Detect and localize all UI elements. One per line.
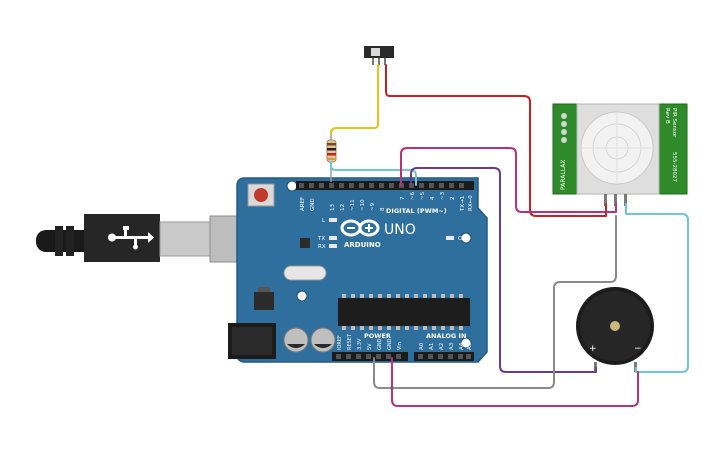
- wire-cyan-gnd: [625, 203, 689, 373]
- reset-button[interactable]: [247, 183, 275, 207]
- pin-label: 12: [340, 204, 346, 211]
- pin-label: 8: [380, 207, 386, 211]
- power-header-label: POWER: [364, 332, 391, 340]
- wire-magenta-sensor: [400, 147, 617, 213]
- pin-label: 4: [430, 196, 436, 200]
- pin-label: ~10: [360, 199, 366, 211]
- pin-label: GND: [310, 198, 316, 211]
- svg-text:3.3V: 3.3V: [357, 338, 363, 350]
- svg-text:Vin: Vin: [397, 342, 403, 350]
- pir-title: PIR Sensor: [671, 108, 677, 138]
- wire-purple-buzzer: [410, 167, 597, 373]
- analog-pin-labels: A0 A1 A2 A3 A4 A5: [419, 342, 473, 350]
- svg-text:L: L: [322, 218, 326, 224]
- wire-magenta-gnd: [391, 357, 639, 407]
- analog-header-label: ANALOG IN: [426, 332, 466, 340]
- pin-label: RX←0: [468, 195, 474, 211]
- capacitors: [283, 327, 336, 353]
- pin-label: ~5: [420, 191, 426, 200]
- fresnel-lens: [580, 111, 654, 185]
- usb-icon: [108, 226, 154, 250]
- pin-label: ~11: [350, 199, 356, 211]
- resistor: [326, 130, 337, 182]
- pin-label: AREF: [300, 197, 306, 211]
- wire-gray: [373, 215, 617, 389]
- status-leds: L TX RX ON: [317, 218, 466, 250]
- pin-label: 7: [400, 196, 406, 200]
- svg-text:ON: ON: [458, 236, 466, 242]
- pir-brand: PARALLAX: [560, 160, 567, 190]
- power-pin-labels: IOREF RESET 3.3V 5V GND GND Vin: [337, 333, 403, 350]
- svg-text:A5: A5: [467, 342, 473, 350]
- svg-text:GND: GND: [377, 338, 383, 350]
- wire-cyan-input: [330, 161, 417, 186]
- crystal-oscillator: [283, 265, 327, 281]
- analog-header: [414, 352, 474, 361]
- svg-text:A1: A1: [429, 343, 435, 350]
- pin-label: 2: [450, 197, 456, 201]
- svg-text:TX: TX: [317, 236, 325, 242]
- digital-header: [296, 181, 474, 190]
- svg-text:GND: GND: [387, 338, 393, 350]
- pin-label: 13: [330, 204, 336, 211]
- piezo-buzzer: + −: [576, 287, 654, 372]
- digital-header-label: DIGITAL (PWM~): [386, 207, 447, 215]
- wire-yellow: [330, 64, 379, 135]
- pin-label: ~6: [410, 191, 416, 200]
- svg-text:A0: A0: [419, 342, 425, 350]
- atmega-chip: [338, 294, 470, 330]
- svg-text:IOREF: IOREF: [337, 335, 343, 350]
- brand-label: ARDUINO: [344, 241, 381, 249]
- svg-text:RX: RX: [318, 244, 326, 250]
- pin-label: TX→1: [460, 196, 466, 212]
- svg-text:A3: A3: [449, 342, 455, 350]
- pin-label: ~3: [440, 191, 446, 200]
- pir-part-number: 555-28027: [671, 152, 677, 182]
- svg-text:5V: 5V: [367, 343, 373, 350]
- wire-red: [385, 64, 607, 217]
- svg-text:RESET: RESET: [347, 333, 353, 350]
- pin-label: ~9: [370, 202, 376, 211]
- arduino-logo: ARDUINO UNO: [340, 219, 416, 249]
- digital-pin-labels: AREF GND 13 12 ~11 ~10 ~9 8 7 ~6 ~5 4 ~3…: [300, 191, 474, 212]
- pir-sensor: PARALLAX PIR Sensor Rev B 555-28027: [552, 103, 688, 206]
- model-label: UNO: [384, 222, 416, 238]
- arduino-uno-board: AREF GND 13 12 ~11 ~10 ~9 8 7 ~6 ~5 4 ~3…: [228, 177, 488, 363]
- wires: [330, 64, 689, 407]
- pir-rev: Rev B: [664, 108, 670, 124]
- power-header: [332, 352, 408, 361]
- slide-switch[interactable]: [364, 46, 394, 65]
- svg-text:A2: A2: [439, 343, 445, 350]
- buzzer-minus-label: −: [634, 344, 642, 354]
- svg-text:A4: A4: [459, 342, 465, 350]
- buzzer-plus-label: +: [589, 344, 597, 354]
